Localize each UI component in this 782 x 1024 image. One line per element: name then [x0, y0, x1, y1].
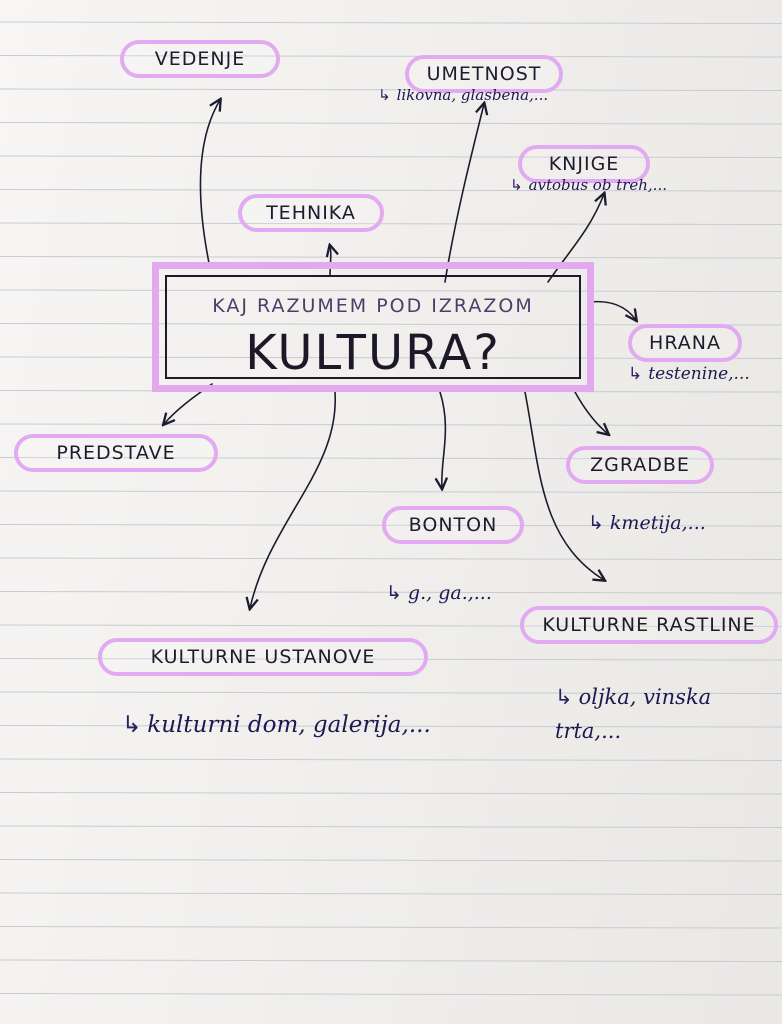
node-knjige: KNJIGE	[518, 145, 650, 183]
node-kulturne-rastline: KULTURNE RASTLINE	[520, 606, 778, 644]
rule-line	[0, 21, 782, 24]
rule-line	[0, 88, 782, 91]
rule-line	[0, 122, 782, 125]
central-title: KULTURA?	[245, 325, 501, 381]
node-umetnost: UMETNOST	[405, 55, 563, 93]
rule-line	[0, 959, 782, 962]
node-zgradbe: ZGRADBE	[566, 446, 714, 484]
sub-arrow-icon: ↳	[386, 582, 402, 604]
sub-arrow-icon: ↳	[588, 512, 604, 534]
sub-arrow-icon: ↳	[122, 712, 142, 738]
node-vedenje: VEDENJE	[120, 40, 280, 78]
rule-line	[0, 825, 782, 828]
example-text: g., ga.,...	[407, 582, 492, 604]
node-kulturne-rastline-example: ↳oljka, vinska trta,...	[555, 680, 765, 748]
example-text: oljka, vinska trta,...	[555, 685, 712, 743]
rule-line	[0, 256, 782, 259]
example-text: testenine,...	[648, 364, 750, 384]
rule-line	[0, 155, 782, 158]
node-label: PREDSTAVE	[56, 442, 176, 464]
example-text: likovna, glasbena,...	[396, 86, 549, 104]
node-label: BONTON	[408, 514, 498, 536]
rule-line	[0, 926, 782, 929]
node-label: KULTURNE RASTLINE	[542, 614, 756, 636]
example-text: avtobus ob treh,...	[528, 176, 667, 194]
node-knjige-example: ↳ avtobus ob treh,...	[510, 176, 667, 194]
node-hrana: HRANA	[628, 324, 742, 362]
node-label: KULTURNE USTANOVE	[150, 646, 376, 668]
node-label: UMETNOST	[426, 63, 542, 85]
rule-line	[0, 189, 782, 192]
example-text: kulturni dom, galerija,...	[147, 712, 431, 738]
sub-arrow-icon: ↳	[510, 176, 523, 194]
sub-arrow-icon: ↳	[555, 685, 573, 709]
arrow-zgradbe	[574, 391, 608, 434]
rule-line	[0, 222, 782, 225]
node-label: ZGRADBE	[590, 454, 690, 476]
node-kulturne-ustanove-example: ↳kulturni dom, galerija,...	[122, 712, 431, 738]
node-bonton: BONTON	[382, 506, 524, 544]
rule-line	[0, 557, 782, 560]
node-label: KNJIGE	[548, 153, 620, 175]
rule-line	[0, 624, 782, 627]
sub-arrow-icon: ↳	[378, 86, 391, 104]
node-zgradbe-example: ↳kmetija,...	[588, 512, 706, 534]
rule-line	[0, 423, 782, 426]
node-tehnika: TEHNIKA	[238, 194, 384, 232]
sub-arrow-icon: ↳	[628, 364, 643, 384]
central-topic-frame: KAJ RAZUMEM POD IZRAZOM KULTURA?	[165, 275, 581, 381]
central-question: KAJ RAZUMEM POD IZRAZOM	[212, 295, 534, 317]
rule-line	[0, 892, 782, 895]
arrow-vedenje	[199, 100, 220, 269]
rule-line	[0, 792, 782, 795]
rule-line	[0, 490, 782, 493]
arrow-umetnost	[444, 104, 484, 283]
arrow-hrana	[589, 300, 636, 320]
node-kulturne-ustanove: KULTURNE USTANOVE	[98, 638, 428, 676]
rule-line	[0, 591, 782, 594]
rule-line	[0, 859, 782, 862]
rule-line	[0, 993, 782, 996]
arrow-bonton	[440, 391, 445, 488]
node-umetnost-example: ↳ likovna, glasbena,...	[378, 86, 548, 104]
rule-line	[0, 691, 782, 694]
node-bonton-example: ↳g., ga.,...	[386, 582, 492, 604]
node-label: HRANA	[649, 332, 721, 354]
arrow-kulturne-ustanove	[250, 391, 336, 608]
arrow-knjige	[547, 194, 604, 283]
arrow-tehnika	[330, 246, 331, 277]
rule-line	[0, 725, 782, 728]
node-predstave: PREDSTAVE	[14, 434, 218, 472]
node-label: TEHNIKA	[266, 202, 356, 224]
node-hrana-example: ↳testenine,...	[628, 364, 750, 384]
rule-line	[0, 457, 782, 460]
arrow-kulturne-rastline	[524, 391, 604, 580]
central-topic-box: KAJ RAZUMEM POD IZRAZOM KULTURA?	[152, 262, 594, 392]
rule-line	[0, 758, 782, 761]
rule-line	[0, 289, 782, 292]
example-text: kmetija,...	[609, 512, 706, 534]
node-label: VEDENJE	[154, 48, 246, 70]
